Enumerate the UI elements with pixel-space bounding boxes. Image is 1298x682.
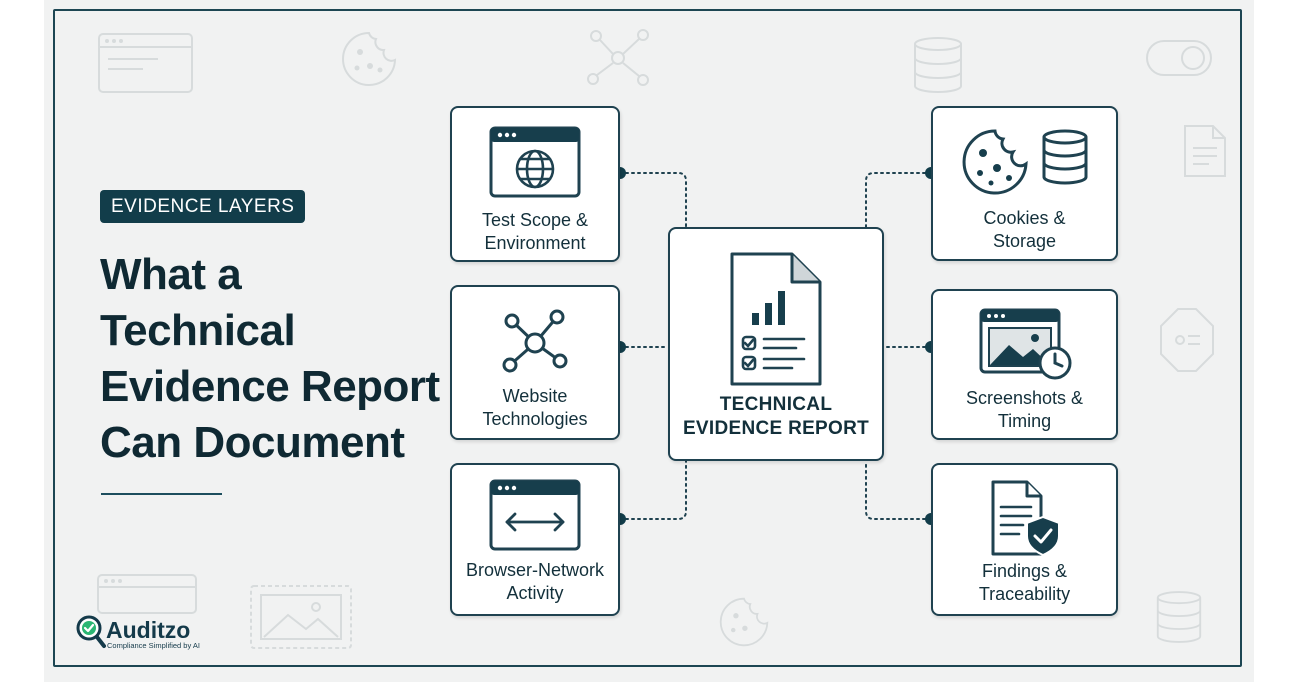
page-frame (53, 9, 1242, 667)
card-label: TECHNICAL EVIDENCE REPORT (682, 394, 870, 439)
card-label: Cookies & Storage (983, 208, 1066, 251)
background-file-icon (1183, 124, 1227, 178)
background-database-icon (1155, 589, 1203, 645)
brand-name: Auditzo (106, 617, 191, 643)
background-browser-icon (98, 33, 193, 93)
document-shield-icon (933, 479, 1116, 559)
card-website-technologies: Website Technologies (450, 285, 620, 440)
cookie-database-icon (933, 128, 1116, 196)
card-test-scope-environment: Test Scope & Environment (450, 106, 620, 262)
section-badge: EVIDENCE LAYERS (100, 190, 306, 223)
browser-globe-icon (452, 126, 618, 200)
connector-findings-traceability (865, 460, 926, 520)
connector-cookies-storage (865, 172, 926, 228)
page-title-line: Can Document (100, 418, 405, 467)
background-toggle-icon (1146, 40, 1212, 76)
page-title: What a Technical Evidence Report Can Doc… (100, 247, 440, 471)
card-findings-traceability: Findings & Traceability (931, 463, 1118, 616)
card-label: Website Technologies (482, 386, 588, 429)
background-image-icon (250, 585, 352, 649)
card-technical-evidence-report: TECHNICAL EVIDENCE REPORT (668, 227, 884, 461)
image-clock-icon (933, 307, 1116, 383)
report-document-icon (670, 251, 882, 387)
auditzo-logo-icon (76, 615, 108, 656)
page-title-line: Evidence Report (100, 362, 440, 411)
background-tag-icon (1158, 306, 1216, 374)
background-browser-icon (97, 574, 197, 614)
page-title-line: What a (100, 250, 242, 299)
brand-tagline: Compliance Simplified by AI (107, 641, 200, 650)
card-browser-network-activity: Browser-Network Activity (450, 463, 620, 616)
card-label: Test Scope & Environment (481, 210, 589, 253)
card-label: Findings & Traceability (978, 561, 1071, 604)
card-cookies-storage: Cookies & Storage (931, 106, 1118, 261)
background-database-icon (912, 36, 964, 94)
card-label: Browser-Network Activity (465, 560, 605, 603)
connector-browser-network (625, 460, 687, 520)
card-screenshots-timing: Screenshots & Timing (931, 289, 1118, 440)
network-nodes-icon (452, 307, 618, 373)
background-cookie-icon (718, 596, 770, 648)
title-underline (101, 493, 222, 495)
browser-arrows-icon (452, 479, 618, 551)
page-title-line: Technical (100, 306, 296, 355)
background-network-icon (585, 28, 651, 88)
connector-test-scope (625, 172, 687, 228)
background-cookie-icon (340, 30, 398, 88)
card-label: Screenshots & Timing (965, 388, 1084, 431)
